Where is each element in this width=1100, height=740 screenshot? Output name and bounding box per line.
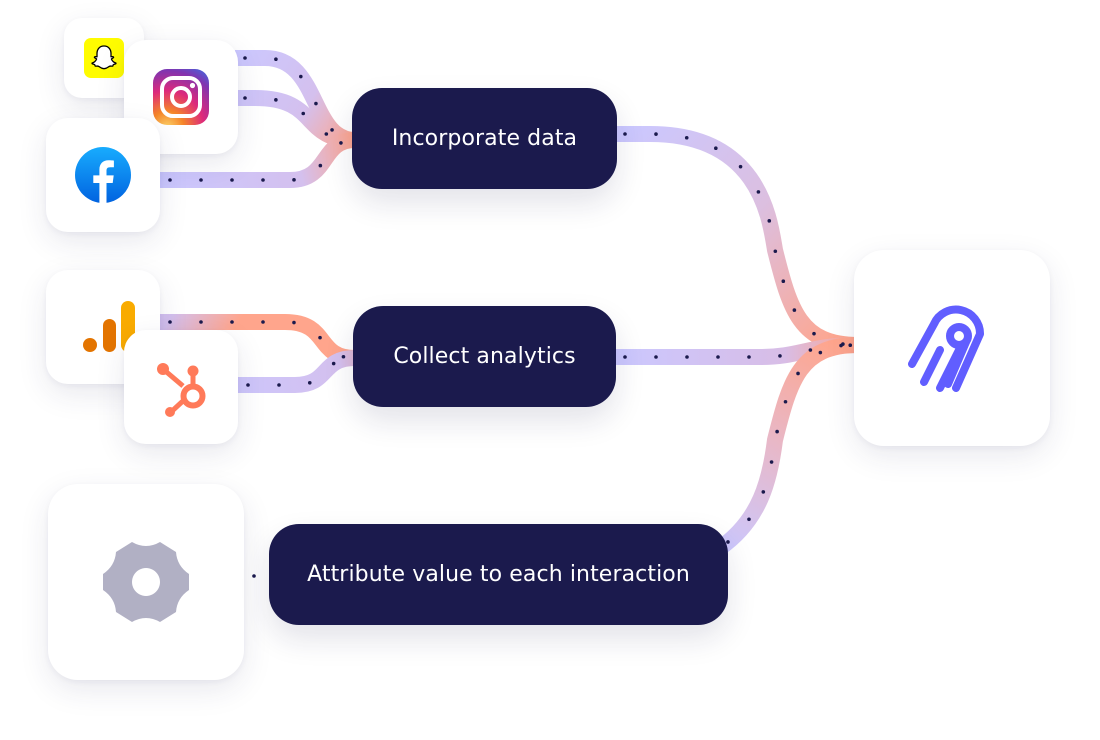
flow-dot	[299, 74, 303, 79]
flow-dot	[773, 249, 778, 254]
flow-dot	[324, 132, 329, 136]
flow-dot	[292, 178, 296, 182]
destination-card-airbyte[interactable]	[854, 250, 1050, 446]
flow-dot	[330, 128, 334, 132]
flow-dot	[230, 178, 234, 182]
flow-dot	[726, 540, 730, 544]
flow-dot	[781, 279, 786, 283]
source-card-custom[interactable]	[48, 484, 244, 680]
flow-dot	[812, 331, 816, 336]
flow-dot	[654, 355, 658, 359]
flow-dot	[808, 348, 813, 352]
instagram-icon	[153, 69, 209, 125]
step-attribute-value[interactable]: Attribute value to each interaction	[269, 524, 728, 625]
snapchat-icon	[84, 38, 124, 78]
gear-icon	[103, 542, 189, 622]
flow-dot	[243, 56, 247, 60]
flow-dot	[168, 320, 172, 324]
flow-dot	[792, 308, 797, 312]
flow-dot	[246, 383, 250, 387]
flow-dot	[261, 178, 265, 182]
flow-dots	[168, 56, 853, 578]
flow-dot	[684, 135, 689, 140]
facebook-icon	[75, 147, 131, 203]
flow-dot	[716, 355, 720, 359]
flow-dot	[714, 146, 718, 151]
flow-dot	[199, 320, 203, 324]
flow-dot	[623, 355, 627, 359]
flow-instagram-to-incorporate	[235, 90, 356, 148]
hubspot-icon	[157, 363, 206, 417]
step-label: Collect analytics	[393, 344, 576, 369]
flow-dot	[796, 371, 800, 376]
flow-dot	[277, 383, 281, 387]
flow-dot	[747, 355, 751, 359]
flow-dot	[848, 343, 853, 348]
flow-dot	[199, 178, 203, 182]
flow-dot	[314, 101, 318, 106]
source-card-facebook[interactable]	[46, 118, 160, 232]
flow-dot	[769, 460, 774, 464]
flow-dot	[654, 132, 658, 136]
flow-incorporate-to-airbyte	[615, 126, 859, 353]
flow-dot	[818, 350, 823, 355]
flow-dot	[274, 98, 278, 102]
flow-dot	[775, 429, 779, 434]
flow-dot	[341, 354, 346, 359]
flow-hubspot-to-collect	[238, 350, 356, 393]
flow-dot	[778, 354, 782, 358]
flow-dot	[685, 355, 689, 359]
step-collect-analytics[interactable]: Collect analytics	[353, 306, 616, 407]
flow-dot	[331, 361, 336, 366]
flow-dot	[243, 96, 247, 100]
flow-dot	[318, 163, 323, 168]
flow-dot	[318, 335, 322, 340]
step-label: Incorporate data	[391, 126, 578, 151]
flow-dot	[168, 178, 172, 182]
flow-dot	[747, 517, 751, 522]
flow-dot	[292, 320, 296, 325]
flow-dot	[738, 164, 743, 169]
airbyte-icon	[908, 305, 985, 392]
flow-dot	[274, 57, 278, 62]
flow-attribute-to-airbyte	[715, 337, 859, 555]
flow-dot	[339, 141, 343, 145]
source-card-hubspot[interactable]	[124, 330, 238, 444]
flow-dot	[756, 190, 761, 194]
flow-dot	[783, 399, 788, 404]
flow-dot	[839, 343, 843, 348]
step-label: Attribute value to each interaction	[307, 562, 690, 587]
flow-dot	[261, 320, 265, 324]
flow-dot	[623, 132, 627, 136]
flow-dot	[761, 490, 766, 494]
flow-dot	[767, 219, 772, 223]
flow-dot	[252, 574, 256, 578]
flow-dot	[230, 320, 234, 324]
flow-dot	[301, 111, 306, 116]
flow-dot	[307, 380, 312, 385]
step-incorporate-data[interactable]: Incorporate data	[352, 88, 617, 189]
